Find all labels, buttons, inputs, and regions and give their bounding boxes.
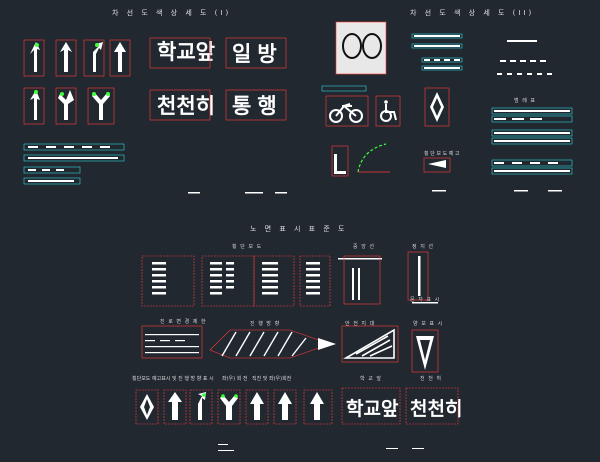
label-bottom-left: 횡단보도 예고표시 및 진 행 방 향 표 시 [132, 376, 214, 382]
speed-limit-sign [335, 21, 387, 75]
text-slowly-bottom: 천천히 [410, 398, 463, 420]
text-slowly: 천천히 [157, 94, 215, 118]
text-school-front-bottom: 학교앞 [346, 398, 399, 420]
label-triangle: 양 보 표 시 [413, 321, 444, 327]
crosswalk-stripes [152, 256, 438, 304]
text-passage: 통행 [232, 94, 283, 118]
label-diamond: 횡 단 보 도 예 고 [424, 151, 460, 157]
label-bottom-mid2: 직진 및 좌(우)회전 [252, 376, 292, 382]
label-bottom-right: 학 교 앞 [360, 376, 382, 382]
label-bottom-mid: 좌(우) 회 전 [222, 376, 248, 382]
legend-title: 범 례 표 [514, 98, 536, 104]
zebra-area [209, 329, 331, 359]
label-bottom-right2: 천 천 히 [420, 376, 442, 382]
text-one-way: 일방 [232, 42, 283, 66]
diamond-icon [430, 92, 444, 122]
crosswalk-frames [141, 255, 331, 307]
legend-strips-left [23, 143, 125, 185]
top-right-title: 차 선 도 색 상 세 도 (II) [410, 9, 535, 17]
arrow-icon [23, 37, 287, 125]
label-crosswalk: 횡 단 보 도 [232, 244, 263, 250]
label-arrows: 진 행 방 향 [250, 321, 281, 327]
bicycle-icon [329, 103, 363, 123]
top-left-title: 차 선 도 색 상 세 도 (I) [112, 9, 232, 17]
label-stop-line: 정 지 선 [412, 244, 434, 250]
label-zebra: 안 전 지 대 [345, 321, 376, 327]
label-lane-change: 진 로 변 경 제 한 [160, 319, 207, 325]
middle-title: 노 면 표 시 표 준 도 [250, 225, 348, 233]
text-school-front: 학교앞 [157, 40, 215, 64]
label-centerline: 중 앙 선 [353, 244, 375, 250]
triangle-icon [428, 160, 446, 168]
wheelchair-icon [380, 104, 397, 122]
